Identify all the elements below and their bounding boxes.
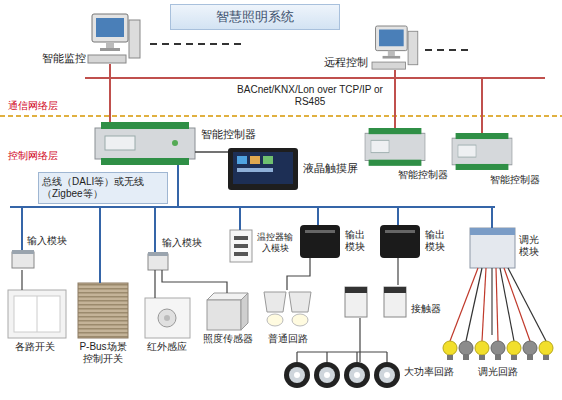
node-caption: 智能控制器	[201, 128, 256, 141]
node-caption: 温控器输入模块	[255, 232, 295, 254]
node-caption: 接触器	[411, 303, 441, 315]
node-caption: 智能控制器	[490, 174, 540, 186]
device-node: 智能控制器	[95, 122, 195, 165]
device-node: 调光回路	[443, 335, 553, 362]
bus-connector	[110, 70, 395, 122]
bus-connector	[395, 70, 482, 133]
device-node: 远程控制	[372, 26, 418, 70]
bus-connector	[359, 318, 360, 362]
bus-connector	[110, 64, 395, 128]
device-node: 智能控制器	[452, 133, 512, 170]
bus-connector	[154, 270, 155, 298]
node-caption: 输入模块	[27, 235, 67, 247]
device-node: 普通回路	[262, 290, 312, 330]
device-node: 液晶触摸屏	[228, 148, 298, 190]
node-caption: 总线（DALI等）或无线（Zigbee等）	[42, 176, 164, 200]
node-caption: 智能控制器	[398, 169, 448, 181]
node-caption: 输出模块	[344, 229, 366, 253]
device-node: 接触器	[345, 285, 408, 318]
node-caption: 普通回路	[268, 333, 308, 345]
bus-connector	[491, 268, 492, 335]
protocol-label: BACnet/KNX/Lon over TCP/IP or RS485	[235, 84, 385, 108]
device-node: 照度传感器	[207, 293, 248, 330]
title-box: 智慧照明系统	[170, 4, 340, 30]
device-node: 红外感应	[145, 298, 190, 338]
node-caption: 输出模块	[424, 229, 446, 253]
bus-connector	[21, 270, 22, 290]
bus-connector	[178, 165, 492, 228]
layer-label: 通信网络层	[8, 100, 58, 112]
bus-connector	[178, 165, 240, 230]
bus-connector	[178, 165, 318, 225]
device-node: P-Bus场景控制开关	[78, 283, 128, 338]
device-node: 输入模块	[12, 250, 34, 270]
node-caption: 各路开关	[15, 341, 55, 353]
bus-connector	[397, 258, 398, 285]
layer-label: 控制网络层	[8, 150, 58, 162]
node-caption: 调光回路	[478, 366, 518, 378]
device-node: 各路开关	[8, 290, 66, 338]
bus-connector	[287, 258, 310, 290]
device-node: 输出模块	[300, 225, 340, 258]
device-node: 智能控制器	[365, 128, 425, 166]
node-caption: 智能监控	[42, 52, 86, 65]
node-caption: 大功率回路	[404, 366, 454, 378]
device-node: 温控器输入模块	[230, 230, 252, 262]
device-node: 大功率回路	[284, 362, 400, 388]
device-node: 智能监控	[88, 14, 140, 64]
bus-connector	[110, 64, 482, 133]
node-caption: 液晶触摸屏	[303, 162, 358, 175]
bus-connector	[195, 151, 228, 153]
node-caption: 输入模块	[162, 237, 202, 249]
device-node: 调光模块	[470, 228, 515, 268]
node-caption: 调光模块	[518, 234, 540, 258]
node-caption: P-Bus场景控制开关	[78, 341, 128, 365]
bus-connector	[178, 165, 398, 225]
node-caption: 照度传感器	[203, 333, 253, 345]
device-node: 输出模块	[380, 225, 420, 258]
bus-label-box: 总线（DALI等）或无线（Zigbee等）	[38, 172, 168, 204]
node-caption: 远程控制	[324, 56, 368, 69]
device-node: 输入模块	[148, 252, 168, 270]
bus-connector	[162, 270, 227, 293]
title-text: 智慧照明系统	[216, 8, 294, 26]
node-caption: 红外感应	[147, 341, 187, 353]
